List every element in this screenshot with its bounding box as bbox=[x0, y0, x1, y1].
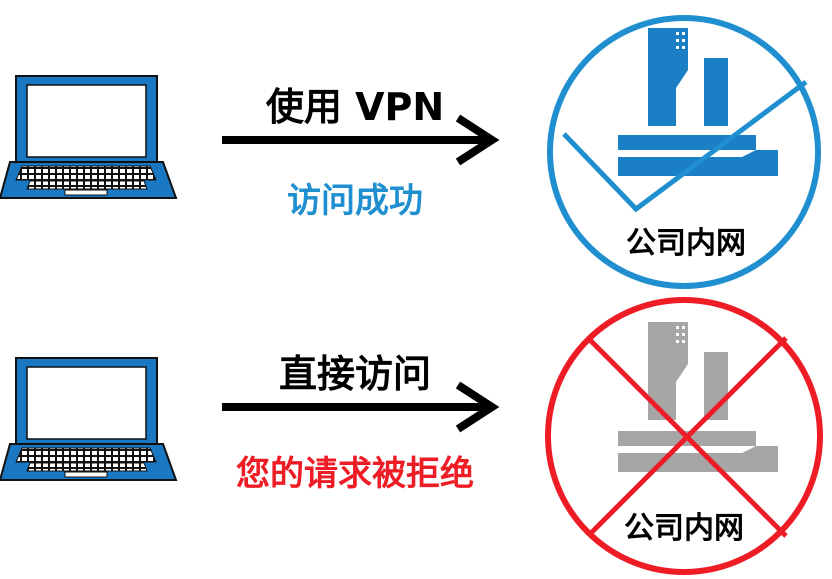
target-label: 公司内网 bbox=[626, 226, 746, 261]
laptop-icon bbox=[0, 357, 177, 481]
result-label: 访问成功 bbox=[287, 181, 423, 221]
status-circle bbox=[547, 15, 821, 289]
checkmark-icon bbox=[562, 79, 808, 213]
status-circle bbox=[545, 297, 823, 575]
arrow-right-icon bbox=[222, 114, 500, 166]
building-icon bbox=[618, 28, 778, 176]
result-label: 您的请求被拒绝 bbox=[236, 454, 474, 494]
action-label: 直接访问 bbox=[278, 352, 431, 396]
target-label: 公司内网 bbox=[624, 511, 744, 546]
cross-icon bbox=[586, 336, 788, 538]
laptop-icon bbox=[0, 75, 177, 199]
action-label: 使用 VPN bbox=[265, 85, 445, 129]
arrow-right-icon bbox=[222, 381, 500, 433]
